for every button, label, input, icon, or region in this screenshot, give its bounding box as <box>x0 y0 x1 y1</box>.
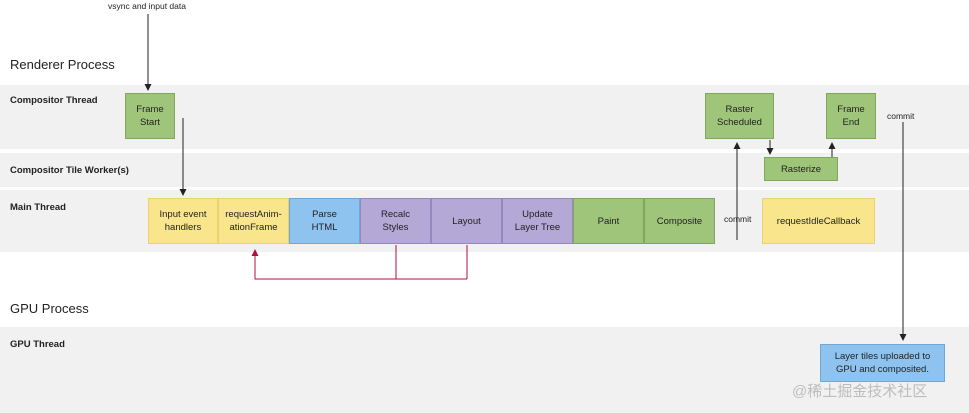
frame-end-box: Frame End <box>826 93 876 139</box>
vsync-input-note: vsync and input data <box>108 1 186 11</box>
compositor-tile-workers-label: Compositor Tile Worker(s) <box>10 165 129 176</box>
forced-layout-arrow <box>255 245 468 280</box>
gpu-process-title: GPU Process <box>10 301 89 316</box>
request-animation-frame-box: requestAnim- ationFrame <box>218 198 289 244</box>
watermark-text: @稀土掘金技术社区 <box>792 383 928 400</box>
paint-box: Paint <box>573 198 644 244</box>
input-event-handlers-box: Input event handlers <box>148 198 218 244</box>
composite-box: Composite <box>644 198 715 244</box>
compositor-thread-label: Compositor Thread <box>10 95 98 106</box>
gpu-thread-band <box>0 327 969 413</box>
renderer-process-title: Renderer Process <box>10 57 115 72</box>
raster-scheduled-box: Raster Scheduled <box>705 93 774 139</box>
layer-tiles-uploaded-box: Layer tiles uploaded to GPU and composit… <box>820 344 945 382</box>
request-idle-callback-box: requestIdleCallback <box>762 198 875 244</box>
frame-start-box: Frame Start <box>125 93 175 139</box>
layout-box: Layout <box>431 198 502 244</box>
commit-note-main: commit <box>724 214 752 224</box>
main-thread-label: Main Thread <box>10 202 66 213</box>
gpu-thread-label: GPU Thread <box>10 339 65 350</box>
rasterize-box: Rasterize <box>764 157 838 181</box>
update-layer-tree-box: Update Layer Tree <box>502 198 573 244</box>
recalc-styles-box: Recalc Styles <box>360 198 431 244</box>
parse-html-box: Parse HTML <box>289 198 360 244</box>
commit-note-right: commit <box>887 111 915 121</box>
